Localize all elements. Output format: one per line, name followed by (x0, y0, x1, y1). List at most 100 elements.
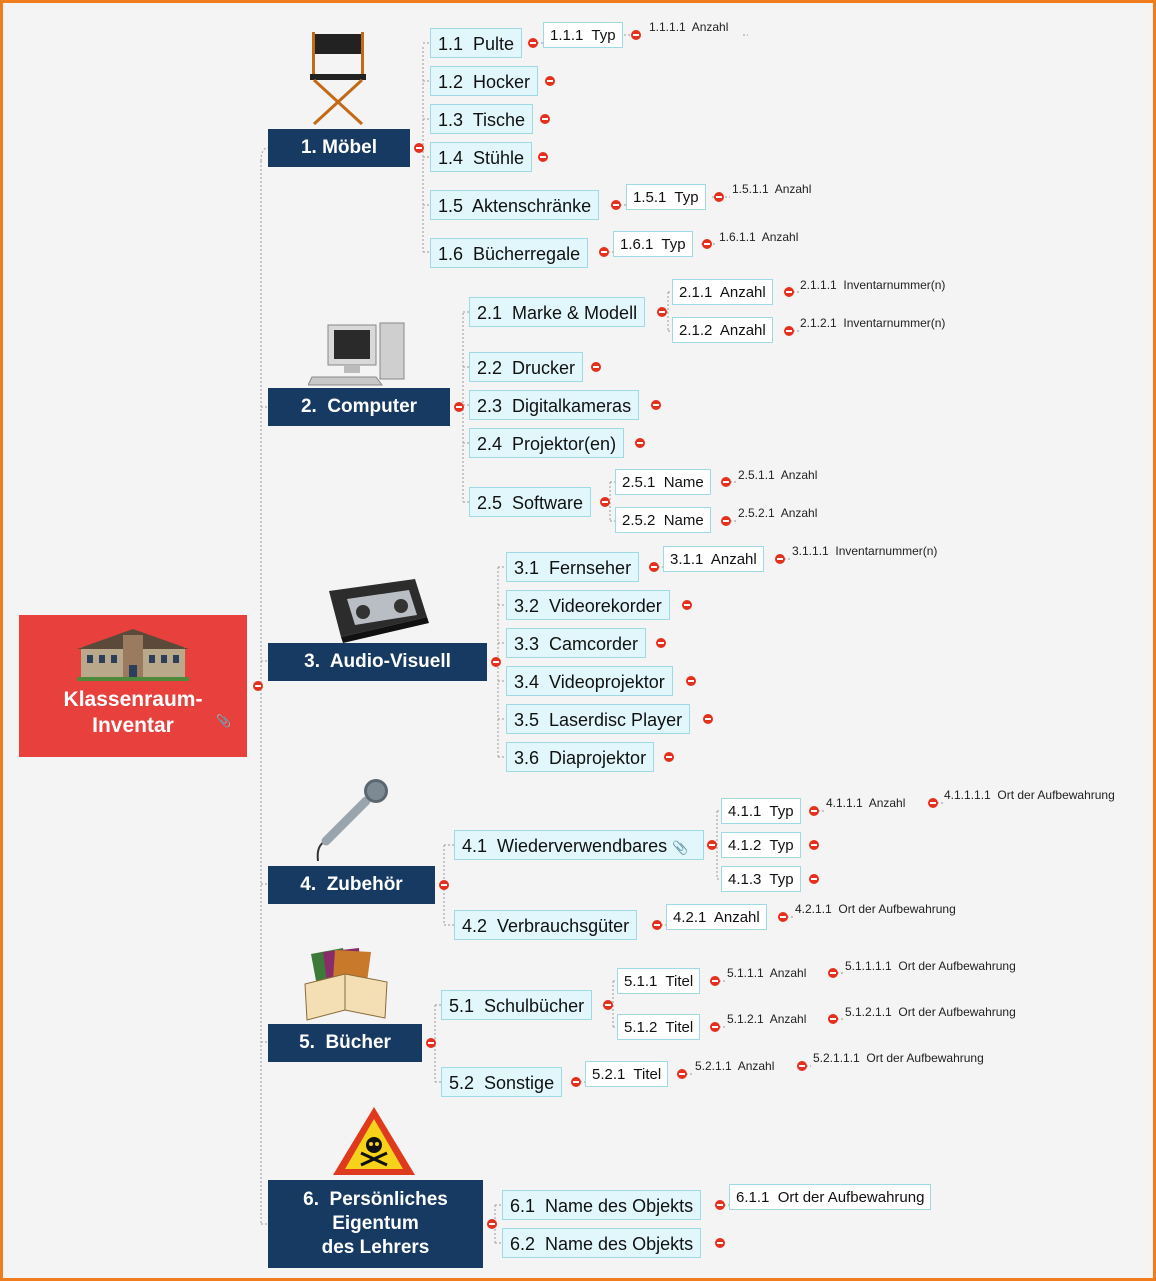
collapse-toggle[interactable] (454, 402, 464, 412)
collapse-toggle[interactable] (538, 152, 548, 162)
subtopic-5-2-1-1[interactable]: 5.2.1.1 Anzahl (695, 1059, 775, 1073)
subtopic-1-1-1-1[interactable]: 1.1.1.1 Anzahl (649, 20, 729, 34)
subtopic-2-5-1[interactable]: 2.5.1 Name (615, 469, 711, 495)
collapse-toggle[interactable] (809, 806, 819, 816)
collapse-toggle[interactable] (487, 1219, 497, 1229)
collapse-toggle[interactable] (809, 874, 819, 884)
collapse-toggle[interactable] (721, 477, 731, 487)
subtopic-3-1-1[interactable]: 3.1.1 Anzahl (663, 546, 764, 572)
subtopic-4-2[interactable]: 4.2 Verbrauchsgüter (454, 910, 638, 940)
collapse-toggle[interactable] (631, 30, 641, 40)
collapse-toggle[interactable] (253, 681, 263, 691)
collapse-toggle[interactable] (715, 1200, 725, 1210)
subtopic-4-1[interactable]: 4.1 Wiederverwendbares 📎 (454, 830, 704, 860)
subtopic-2-2[interactable]: 2.2 Drucker (469, 352, 584, 382)
collapse-toggle[interactable] (715, 1238, 725, 1248)
central-topic[interactable]: Klassenraum- Inventar 📎 (19, 615, 247, 757)
subtopic-2-4[interactable]: 2.4 Projektor(en) (469, 428, 625, 458)
subtopic-1-2[interactable]: 1.2 Hocker (430, 66, 539, 96)
collapse-toggle[interactable] (784, 326, 794, 336)
subtopic-5-1-1-1-1[interactable]: 5.1.1.1.1 Ort der Aufbewahrung (845, 959, 1016, 973)
subtopic-6-1[interactable]: 6.1 Name des Objekts (502, 1190, 702, 1220)
collapse-toggle[interactable] (797, 1061, 807, 1071)
collapse-toggle[interactable] (545, 76, 555, 86)
topic-moebel[interactable]: 1. Möbel (268, 129, 410, 167)
subtopic-3-1-1-1[interactable]: 3.1.1.1 Inventarnummer(n) (792, 544, 938, 558)
subtopic-2-1-2[interactable]: 2.1.2 Anzahl (672, 317, 773, 343)
collapse-toggle[interactable] (603, 1000, 613, 1010)
paperclip-icon[interactable]: 📎 (216, 714, 231, 728)
collapse-toggle[interactable] (651, 400, 661, 410)
subtopic-2-5-1-1[interactable]: 2.5.1.1 Anzahl (738, 468, 818, 482)
subtopic-1-1-1[interactable]: 1.1.1 Typ (543, 22, 623, 48)
subtopic-1-1[interactable]: 1.1 Pulte (430, 28, 523, 58)
collapse-toggle[interactable] (686, 676, 696, 686)
subtopic-2-5-2-1[interactable]: 2.5.2.1 Anzahl (738, 506, 818, 520)
subtopic-5-1-1-1[interactable]: 5.1.1.1 Anzahl (727, 966, 807, 980)
subtopic-4-1-3[interactable]: 4.1.3 Typ (721, 866, 801, 892)
subtopic-3-3[interactable]: 3.3 Camcorder (506, 628, 647, 658)
collapse-toggle[interactable] (540, 114, 550, 124)
collapse-toggle[interactable] (682, 600, 692, 610)
subtopic-5-2[interactable]: 5.2 Sonstige (441, 1067, 563, 1097)
subtopic-1-5-1[interactable]: 1.5.1 Typ (626, 184, 706, 210)
collapse-toggle[interactable] (809, 840, 819, 850)
subtopic-4-2-1-1[interactable]: 4.2.1.1 Ort der Aufbewahrung (795, 902, 956, 916)
subtopic-6-1-1[interactable]: 6.1.1 Ort der Aufbewahrung (729, 1184, 932, 1210)
collapse-toggle[interactable] (571, 1077, 581, 1087)
subtopic-5-2-1[interactable]: 5.2.1 Titel (585, 1061, 669, 1087)
subtopic-1-6-1-1[interactable]: 1.6.1.1 Anzahl (719, 230, 799, 244)
collapse-toggle[interactable] (528, 38, 538, 48)
subtopic-4-1-1-1-1[interactable]: 4.1.1.1.1 Ort der Aufbewahrung (944, 788, 1115, 802)
collapse-toggle[interactable] (828, 1014, 838, 1024)
subtopic-3-6[interactable]: 3.6 Diaprojektor (506, 742, 655, 772)
collapse-toggle[interactable] (652, 920, 662, 930)
collapse-toggle[interactable] (635, 438, 645, 448)
collapse-toggle[interactable] (775, 554, 785, 564)
subtopic-5-1-1[interactable]: 5.1.1 Titel (617, 968, 701, 994)
subtopic-2-5-2[interactable]: 2.5.2 Name (615, 507, 711, 533)
subtopic-4-1-2[interactable]: 4.1.2 Typ (721, 832, 801, 858)
subtopic-2-1[interactable]: 2.1 Marke & Modell (469, 297, 646, 327)
subtopic-2-1-1[interactable]: 2.1.1 Anzahl (672, 279, 773, 305)
collapse-toggle[interactable] (784, 287, 794, 297)
subtopic-1-5-1-1[interactable]: 1.5.1.1 Anzahl (732, 182, 812, 196)
topic-persoenliches-eigentum[interactable]: 6. Persönliches Eigentum des Lehrers (268, 1180, 483, 1268)
subtopic-1-5[interactable]: 1.5 Aktenschränke (430, 190, 600, 220)
collapse-toggle[interactable] (657, 307, 667, 317)
collapse-toggle[interactable] (649, 562, 659, 572)
subtopic-5-1-2-1-1[interactable]: 5.1.2.1.1 Ort der Aufbewahrung (845, 1005, 1016, 1019)
collapse-toggle[interactable] (426, 1038, 436, 1048)
subtopic-5-1-2-1[interactable]: 5.1.2.1 Anzahl (727, 1012, 807, 1026)
collapse-toggle[interactable] (677, 1069, 687, 1079)
collapse-toggle[interactable] (928, 798, 938, 808)
subtopic-4-2-1[interactable]: 4.2.1 Anzahl (666, 904, 767, 930)
subtopic-3-4[interactable]: 3.4 Videoprojektor (506, 666, 673, 696)
subtopic-1-6[interactable]: 1.6 Bücherregale (430, 238, 589, 268)
collapse-toggle[interactable] (414, 143, 424, 153)
collapse-toggle[interactable] (707, 840, 717, 850)
topic-audio-visuell[interactable]: 3. Audio-Visuell (268, 643, 487, 681)
paperclip-icon[interactable]: 📎 (672, 840, 689, 855)
collapse-toggle[interactable] (664, 752, 674, 762)
collapse-toggle[interactable] (710, 1022, 720, 1032)
subtopic-5-2-1-1-1[interactable]: 5.2.1.1.1 Ort der Aufbewahrung (813, 1051, 984, 1065)
collapse-toggle[interactable] (828, 968, 838, 978)
topic-buecher[interactable]: 5. Bücher (268, 1024, 422, 1062)
subtopic-1-3[interactable]: 1.3 Tische (430, 104, 534, 134)
collapse-toggle[interactable] (703, 714, 713, 724)
topic-zubehoer[interactable]: 4. Zubehör (268, 866, 435, 904)
subtopic-3-2[interactable]: 3.2 Videorekorder (506, 590, 670, 620)
collapse-toggle[interactable] (714, 192, 724, 202)
subtopic-1-6-1[interactable]: 1.6.1 Typ (613, 231, 693, 257)
collapse-toggle[interactable] (702, 239, 712, 249)
subtopic-5-1[interactable]: 5.1 Schulbücher (441, 990, 593, 1020)
subtopic-4-1-1[interactable]: 4.1.1 Typ (721, 798, 801, 824)
collapse-toggle[interactable] (611, 200, 621, 210)
collapse-toggle[interactable] (710, 976, 720, 986)
collapse-toggle[interactable] (721, 516, 731, 526)
collapse-toggle[interactable] (591, 362, 601, 372)
subtopic-5-1-2[interactable]: 5.1.2 Titel (617, 1014, 701, 1040)
subtopic-1-4[interactable]: 1.4 Stühle (430, 142, 533, 172)
subtopic-2-3[interactable]: 2.3 Digitalkameras (469, 390, 640, 420)
